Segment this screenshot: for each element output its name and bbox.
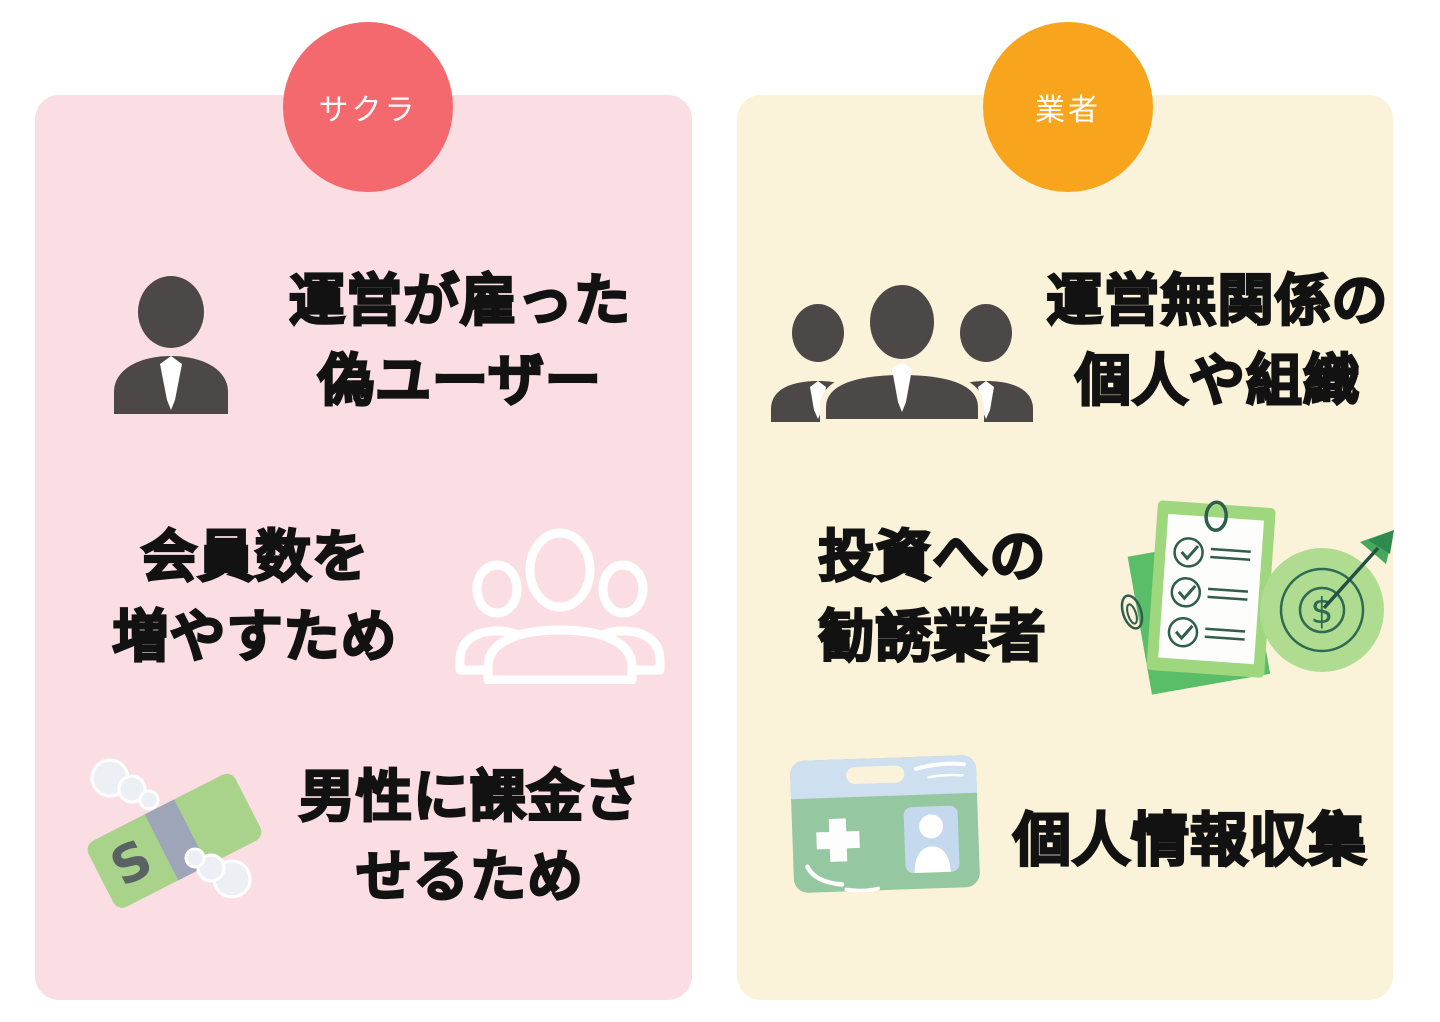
sakura-item-3-text: 男性に課金さ せるため <box>298 764 641 911</box>
business-group-icon <box>763 280 1041 422</box>
sakura-item-2-text: 会員数を 増やすため <box>111 524 398 671</box>
sakura-badge: サクラ <box>283 22 453 192</box>
checklist-target-icon: $ <box>1110 490 1395 702</box>
id-card-icon <box>786 750 984 898</box>
gyosha-badge: 業者 <box>983 22 1153 192</box>
businessman-icon <box>110 274 232 414</box>
sakura-item-1-text: 運営が雇った 偽ユーザー <box>288 268 631 415</box>
money-with-wings-icon: S <box>72 746 277 921</box>
gyosha-badge-label: 業者 <box>1035 93 1101 128</box>
people-outline-icon <box>450 512 670 684</box>
svg-text:$: $ <box>1311 591 1334 632</box>
gyosha-item-2-text: 投資への 勧誘業者 <box>817 524 1047 671</box>
sakura-badge-label: サクラ <box>318 93 418 128</box>
gyosha-item-3-text: 個人情報収集 <box>1012 805 1367 875</box>
gyosha-item-1-text: 運営無関係の 個人や組織 <box>1045 268 1389 415</box>
